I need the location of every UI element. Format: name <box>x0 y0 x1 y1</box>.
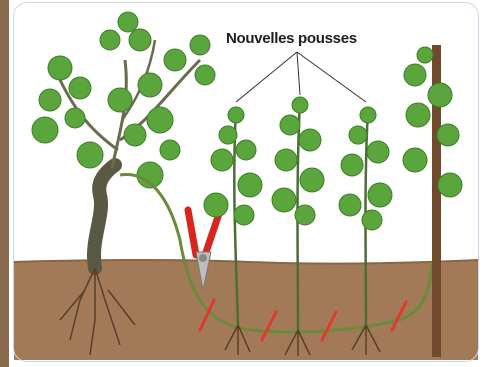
new-shoots-label: Nouvelles pousses <box>226 30 357 47</box>
soil <box>14 260 478 360</box>
